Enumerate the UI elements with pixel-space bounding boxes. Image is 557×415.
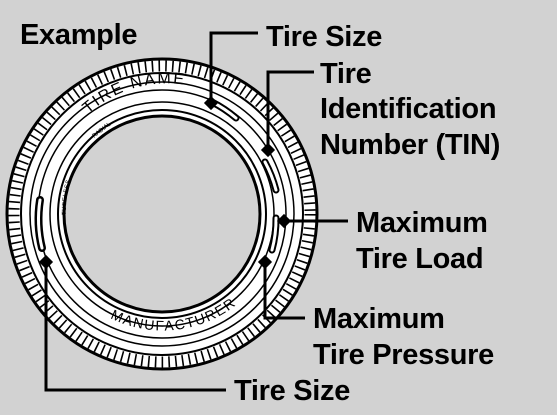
load-slot-inner bbox=[270, 216, 278, 252]
label-tire-size-top: Tire Size bbox=[266, 21, 383, 53]
label-tire-size-bottom: Tire Size bbox=[234, 375, 351, 407]
label-max-pressure-line2: Tire Pressure bbox=[313, 339, 494, 371]
leader-max-pressure bbox=[263, 262, 305, 320]
tread-ring bbox=[20, 72, 304, 356]
leader-tin bbox=[266, 70, 314, 152]
label-max-pressure-line1: Maximum bbox=[313, 303, 445, 335]
example-heading: Example bbox=[20, 19, 138, 51]
marker-tin bbox=[260, 142, 276, 158]
label-max-load-line2: Tire Load bbox=[356, 243, 484, 275]
sidewall-band bbox=[29, 81, 295, 347]
rim-hole bbox=[62, 114, 262, 314]
size-slot-left-inner bbox=[37, 198, 44, 250]
marker-max-pressure bbox=[257, 254, 273, 270]
marker-tire-size-bottom bbox=[38, 254, 54, 270]
tread-marks bbox=[8, 60, 316, 368]
leader-tire-size-bottom bbox=[44, 262, 226, 392]
leader-lines bbox=[44, 31, 348, 392]
rim-ring bbox=[57, 109, 267, 319]
marker-dots bbox=[38, 95, 292, 270]
tubeless-text: TUBELESS bbox=[62, 179, 72, 215]
leader-tire-size-top bbox=[209, 31, 258, 103]
svg-text:TUBELESS: TUBELESS bbox=[62, 179, 72, 215]
label-tin-line1: Tire bbox=[320, 58, 372, 90]
tin-slot-inner bbox=[263, 160, 278, 192]
label-tin-line2: Identification bbox=[320, 93, 497, 125]
letter-ring-inner bbox=[49, 101, 275, 327]
marker-max-load bbox=[276, 213, 292, 229]
label-max-load-line1: Maximum bbox=[356, 207, 488, 239]
label-tin-line3: Number (TIN) bbox=[320, 129, 501, 161]
